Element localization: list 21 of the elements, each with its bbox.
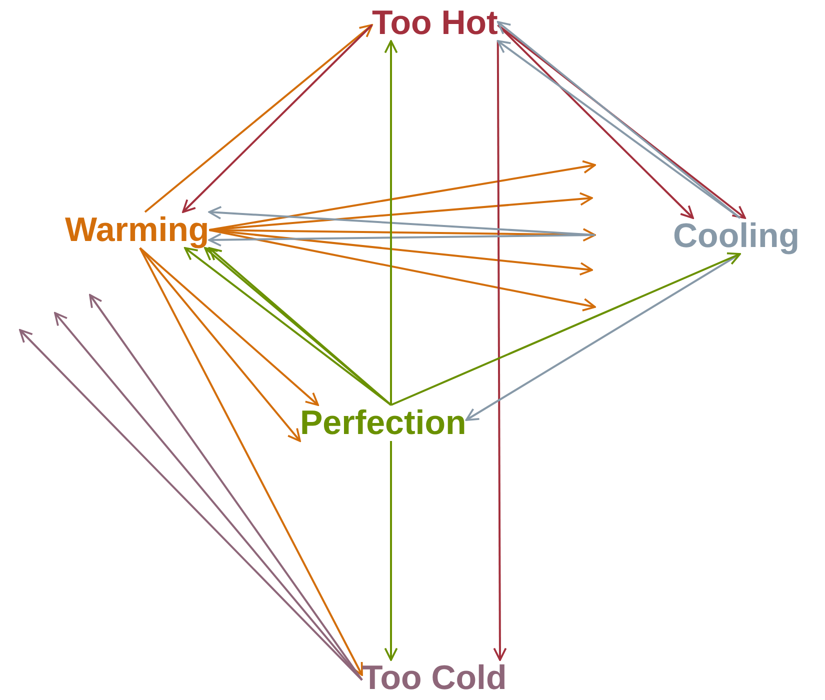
arrow bbox=[139, 248, 363, 676]
arrow bbox=[89, 294, 363, 681]
arrow bbox=[139, 247, 301, 442]
arrow bbox=[497, 24, 694, 219]
arrow bbox=[384, 441, 398, 661]
state-label: Cooling bbox=[673, 218, 800, 254]
arrow bbox=[144, 24, 373, 213]
arrow bbox=[209, 229, 596, 312]
arrow bbox=[390, 252, 741, 406]
arrow bbox=[493, 41, 507, 661]
arrow bbox=[209, 192, 593, 231]
state-label: Too Cold bbox=[362, 660, 507, 696]
state-label: Warming bbox=[65, 212, 210, 248]
arrow bbox=[208, 233, 596, 247]
arrow bbox=[209, 229, 593, 276]
arrow bbox=[384, 40, 398, 405]
arrow bbox=[209, 160, 596, 231]
arrow bbox=[182, 24, 373, 213]
state-label: Too Hot bbox=[372, 5, 498, 41]
arrow bbox=[139, 247, 319, 406]
state-label: Perfection bbox=[300, 405, 466, 441]
